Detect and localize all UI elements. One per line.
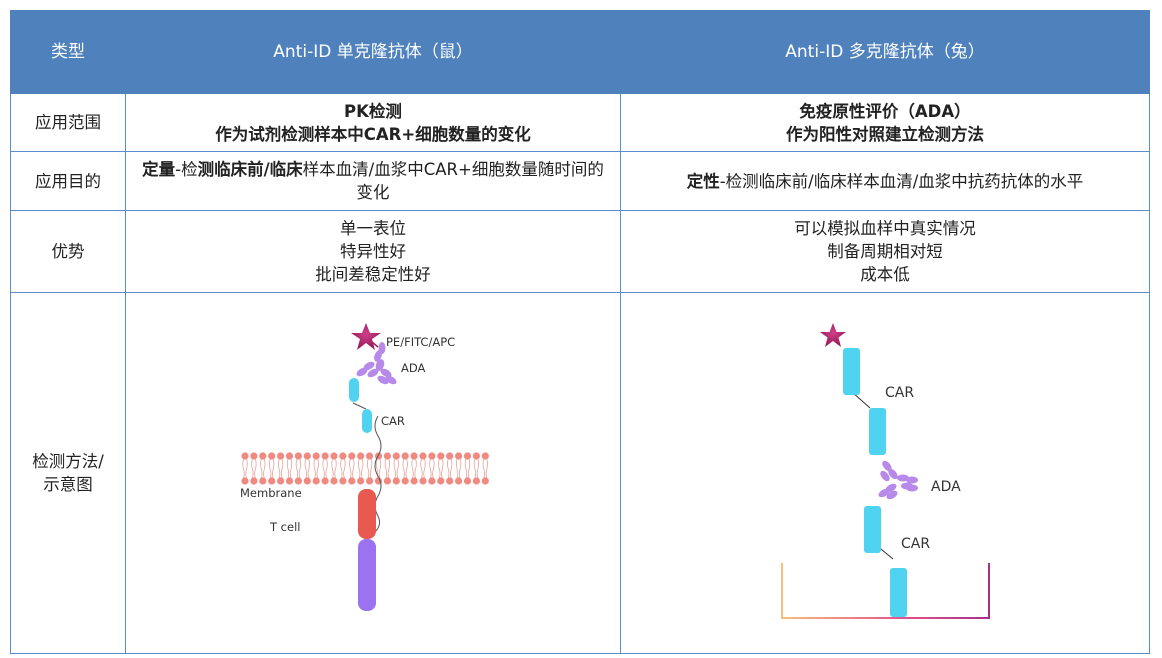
mouse-diagram-cell: PE/FITC/APC ADA CAR Membrane T cell xyxy=(125,292,621,654)
header-mouse: Anti-ID 单克隆抗体（鼠） xyxy=(125,10,621,94)
label-car: CAR xyxy=(381,414,405,428)
ada-antibody xyxy=(356,342,397,385)
tcell-domain-red xyxy=(358,489,376,539)
text-line: 特异性好 xyxy=(340,242,406,261)
text-segment: 测临床前/临床 xyxy=(197,160,303,179)
text-line: 检测方法/ xyxy=(32,452,104,471)
text-line: 作为阳性对照建立检测方法 xyxy=(786,124,984,144)
label-car-top: CAR xyxy=(885,385,914,401)
application-rabbit: 免疫原性评价（ADA） 作为阳性对照建立检测方法 xyxy=(620,93,1150,152)
row-purpose: 应用目的 定量-检测临床前/临床样本血清/血浆中CAR+细胞数量随时间的变化 定… xyxy=(10,151,1150,211)
text-line: 作为试剂检测样本中CAR+细胞数量的变化 xyxy=(215,124,531,144)
header-rabbit: Anti-ID 多克隆抗体（兔） xyxy=(620,10,1150,94)
linker xyxy=(352,402,367,410)
rabbit-diagram-cell: CAR ADA CAR xyxy=(620,292,1150,654)
text-line: 免疫原性评价（ADA） xyxy=(799,101,971,121)
well-plate xyxy=(781,563,990,619)
car-domain xyxy=(843,348,860,395)
ada-antibody xyxy=(878,460,918,500)
label-application: 应用范围 xyxy=(10,93,126,152)
label-car-bottom: CAR xyxy=(901,536,930,552)
text-line: 成本低 xyxy=(860,265,910,284)
label-tcell: T cell xyxy=(269,520,300,534)
label-method: 检测方法/ 示意图 xyxy=(10,292,126,654)
comparison-table: 类型 Anti-ID 单克隆抗体（鼠） Anti-ID 多克隆抗体（兔） 应用范… xyxy=(10,10,1150,654)
text-segment: 样本血清/血浆中CAR+细胞数量随时间的变化 xyxy=(302,160,604,202)
row-advantage: 优势 单一表位 特异性好 批间差稳定性好 可以模拟血样中真实情况 制备周期相对短… xyxy=(10,210,1150,293)
fluorophore-star-icon xyxy=(820,323,846,347)
advantage-mouse: 单一表位 特异性好 批间差稳定性好 xyxy=(125,210,621,293)
purpose-rabbit: 定性-检测临床前/临床样本血清/血浆中抗药抗体的水平 xyxy=(620,151,1150,211)
text-line: PK检测 xyxy=(344,101,402,121)
car-domain xyxy=(869,408,886,455)
text-line: 示意图 xyxy=(43,475,93,494)
text-segment: -检测临床前/临床样本血清/血浆中抗药抗体的水平 xyxy=(719,171,1084,191)
membrane xyxy=(241,452,489,485)
label-ada: ADA xyxy=(931,479,961,495)
header-row: 类型 Anti-ID 单克隆抗体（鼠） Anti-ID 多克隆抗体（兔） xyxy=(10,10,1150,94)
rabbit-diagram: CAR ADA CAR xyxy=(781,323,990,619)
car-domain xyxy=(349,378,359,402)
row-method: 检测方法/ 示意图 xyxy=(10,292,1150,654)
text-segment: 定性 xyxy=(686,171,720,191)
header-type: 类型 xyxy=(10,10,126,94)
label-membrane: Membrane xyxy=(240,486,302,500)
text-segment: 定量 xyxy=(142,160,176,179)
row-application: 应用范围 PK检测 作为试剂检测样本中CAR+细胞数量的变化 免疫原性评价（AD… xyxy=(10,93,1150,152)
label-ada: ADA xyxy=(401,361,426,375)
text-segment: -检 xyxy=(175,160,198,179)
purpose-mouse: 定量-检测临床前/临床样本血清/血浆中CAR+细胞数量随时间的变化 xyxy=(125,151,621,211)
mouse-diagram: PE/FITC/APC ADA CAR Membrane T cell xyxy=(240,323,489,611)
linker xyxy=(374,415,382,532)
label-advantage: 优势 xyxy=(10,210,126,293)
advantage-rabbit: 可以模拟血样中真实情况 制备周期相对短 成本低 xyxy=(620,210,1150,293)
text-line: 制备周期相对短 xyxy=(827,242,943,261)
text-line: 批间差稳定性好 xyxy=(315,265,431,284)
text-line: 单一表位 xyxy=(340,219,406,238)
tcell-domain-purple xyxy=(358,539,376,611)
fluorophore-star-icon xyxy=(351,323,381,350)
car-domain xyxy=(890,568,907,617)
application-mouse: PK检测 作为试剂检测样本中CAR+细胞数量的变化 xyxy=(125,93,621,152)
car-domain xyxy=(362,409,372,433)
text-line: 可以模拟血样中真实情况 xyxy=(794,219,976,238)
label-purpose: 应用目的 xyxy=(10,151,126,211)
car-domain xyxy=(864,506,881,553)
label-fluor: PE/FITC/APC xyxy=(386,335,455,349)
